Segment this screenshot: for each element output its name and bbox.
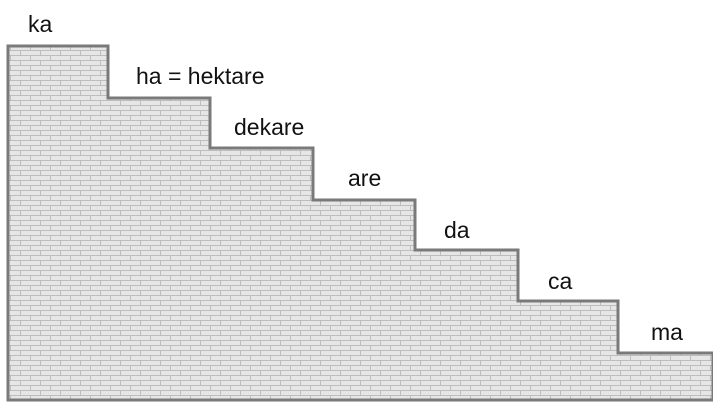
step-label-are: are xyxy=(348,165,381,191)
staircase-brick-wall xyxy=(6,44,713,402)
step-label-ha: ha = hektare xyxy=(136,63,265,89)
step-label-ma: ma xyxy=(651,319,683,345)
step-label-dekare: dekare xyxy=(234,114,304,140)
step-label-ca: ca xyxy=(548,268,573,294)
step-label-da: da xyxy=(444,217,470,243)
step-label-ka: ka xyxy=(28,11,53,37)
